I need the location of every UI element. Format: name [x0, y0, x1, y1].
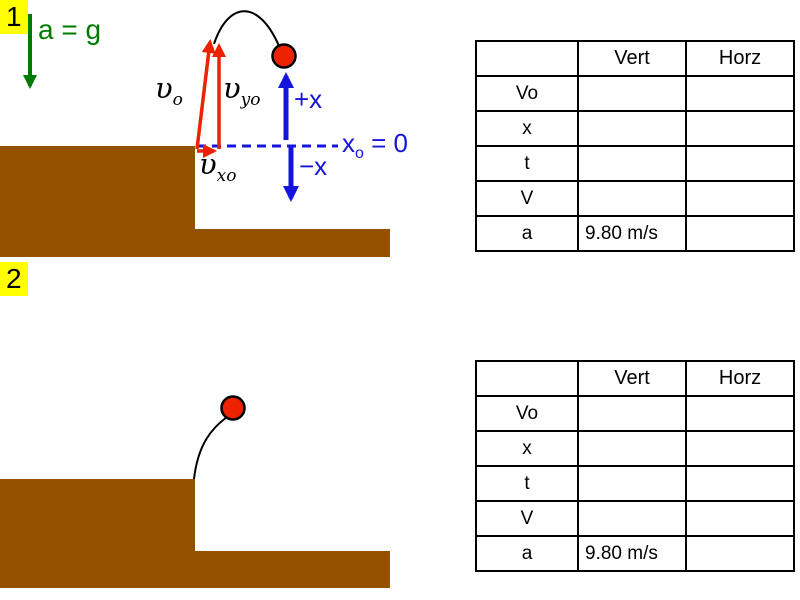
cell-v-vert [577, 500, 687, 537]
row-label-v0: Vo [475, 395, 579, 432]
table-row: x [475, 430, 795, 467]
table-2-header-row: Vert Horz [475, 360, 795, 397]
vx0-subscript: xo [216, 165, 237, 186]
minus-x-label: −x [299, 151, 327, 182]
table-row: a 9.80 m/s [475, 535, 795, 572]
row-label-t: t [475, 145, 579, 182]
cell-t-vert [577, 145, 687, 182]
table-row: V [475, 180, 795, 217]
row-label-a: a [475, 215, 579, 252]
row-label-v0: Vo [475, 75, 579, 112]
table-1-corner-cell [475, 40, 579, 77]
row-label-x: x [475, 430, 579, 467]
trajectory-2 [193, 416, 228, 480]
table-1-col-header-vert: Vert [577, 40, 687, 77]
vx0-symbol: υ [199, 147, 217, 181]
table-1-header-row: Vert Horz [475, 40, 795, 77]
table-row: a 9.80 m/s [475, 215, 795, 252]
minus-x-label-text: −x [299, 151, 328, 181]
section-number-1: 1 [0, 0, 28, 34]
table-row: Vo [475, 395, 795, 432]
cell-a-vert: 9.80 m/s [577, 215, 687, 252]
row-label-t: t [475, 465, 579, 502]
cliff-step-2 [0, 479, 390, 588]
cell-t-vert [577, 465, 687, 502]
cell-v0-vert [577, 395, 687, 432]
cell-v0-vert [577, 75, 687, 112]
table-row: Vo [475, 75, 795, 112]
cell-v-horz [685, 500, 795, 537]
cell-x-horz [685, 430, 795, 467]
table-row: t [475, 465, 795, 502]
vx0-label: υxo [199, 150, 236, 185]
trajectory-1 [213, 10, 280, 47]
ball-2 [220, 395, 246, 421]
cell-x-horz [685, 110, 795, 147]
section-number-1-text: 1 [6, 1, 22, 32]
section-number-2: 2 [0, 262, 28, 296]
x0-subscript: o [355, 145, 364, 163]
v0-label: υo [155, 74, 183, 109]
table-2-col-header-vert: Vert [577, 360, 687, 397]
cell-v0-horz [685, 395, 795, 432]
x0-symbol: x [342, 128, 355, 158]
vy0-subscript: yo [240, 89, 261, 110]
cell-a-vert: 9.80 m/s [577, 535, 687, 572]
cell-x-vert [577, 110, 687, 147]
cell-v0-horz [685, 75, 795, 112]
table-row: V [475, 500, 795, 537]
cell-a-horz [685, 215, 795, 252]
plus-x-label-text: +x [294, 84, 323, 114]
table-2-col-header-horz: Horz [685, 360, 795, 397]
row-label-v: V [475, 180, 579, 217]
cell-x-vert [577, 430, 687, 467]
row-label-a: a [475, 535, 579, 572]
plus-x-label: +x [294, 84, 322, 115]
cell-a-horz [685, 535, 795, 572]
v0-subscript: o [172, 89, 183, 110]
acceleration-label-text: a = g [38, 14, 102, 45]
kinematics-table-1: Vert Horz Vo x t V a 9.80 m/s [475, 40, 795, 252]
ball-1 [271, 43, 297, 69]
cliff-step-1 [0, 146, 390, 257]
table-row: x [475, 110, 795, 147]
cell-t-horz [685, 465, 795, 502]
table-1-col-header-horz: Horz [685, 40, 795, 77]
vy0-symbol: υ [223, 71, 241, 105]
vy0-label: υyo [223, 74, 260, 109]
cell-v-vert [577, 180, 687, 217]
acceleration-label: a = g [38, 14, 101, 46]
cell-t-horz [685, 145, 795, 182]
row-label-v: V [475, 500, 579, 537]
x0-equation-label: xo = 0 [342, 128, 408, 163]
section-number-2-text: 2 [6, 263, 22, 294]
cell-v-horz [685, 180, 795, 217]
v0-symbol: υ [155, 71, 173, 105]
x0-equals-zero: = 0 [363, 128, 408, 158]
table-2-corner-cell [475, 360, 579, 397]
velocity-vector-v0 [195, 39, 216, 150]
table-row: t [475, 145, 795, 182]
row-label-x: x [475, 110, 579, 147]
kinematics-table-2: Vert Horz Vo x t V a 9.80 m/s [475, 360, 795, 572]
